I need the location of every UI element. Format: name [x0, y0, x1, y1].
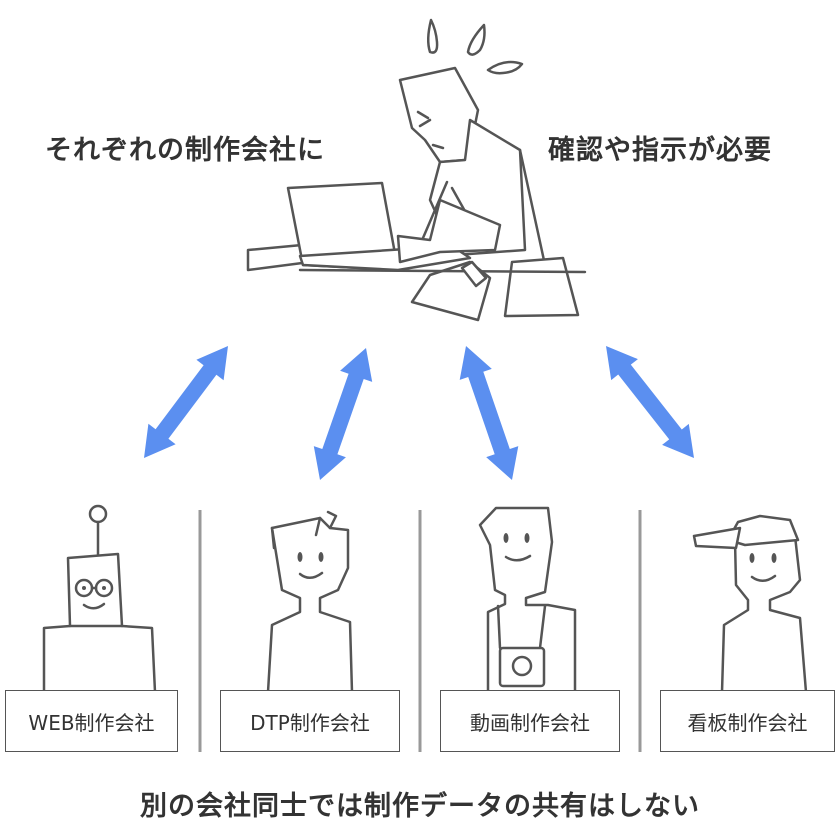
double-arrow-icon [144, 346, 228, 458]
double-arrow-icon [313, 348, 373, 480]
camera-icon [498, 646, 546, 688]
sweat-drop-icon [466, 23, 486, 56]
right-heading: 確認や指示が必要 [548, 135, 772, 166]
worried-person-at-laptop-illustration [246, 18, 587, 322]
robot-person-icon [42, 504, 157, 694]
caption: 別の会社同士では制作データの共有はしない [140, 791, 700, 822]
paper-sheet-icon [503, 256, 580, 318]
cap-person-icon [692, 514, 808, 694]
company-label: DTP制作会社 [250, 710, 370, 735]
bidirectional-arrows [144, 346, 694, 480]
company-label: 看板制作会社 [687, 710, 808, 735]
company-box-dtp: DTP制作会社 [220, 690, 400, 752]
cap-icon [726, 514, 800, 547]
person-icon [266, 510, 354, 694]
company-box-signboard: 看板制作会社 [660, 690, 835, 752]
phone-icon [460, 260, 488, 288]
double-arrow-icon [606, 346, 694, 458]
camera-person-icon [478, 506, 577, 694]
company-box-video: 動画制作会社 [440, 690, 620, 752]
sweat-drop-icon [427, 18, 439, 54]
company-label: WEB制作会社 [28, 710, 155, 735]
company-box-web: WEB制作会社 [5, 690, 178, 752]
company-label: 動画制作会社 [470, 710, 590, 735]
sweat-drop-icon [486, 60, 524, 75]
double-arrow-icon [459, 346, 519, 480]
left-heading: それぞれの制作会社に [45, 135, 325, 166]
